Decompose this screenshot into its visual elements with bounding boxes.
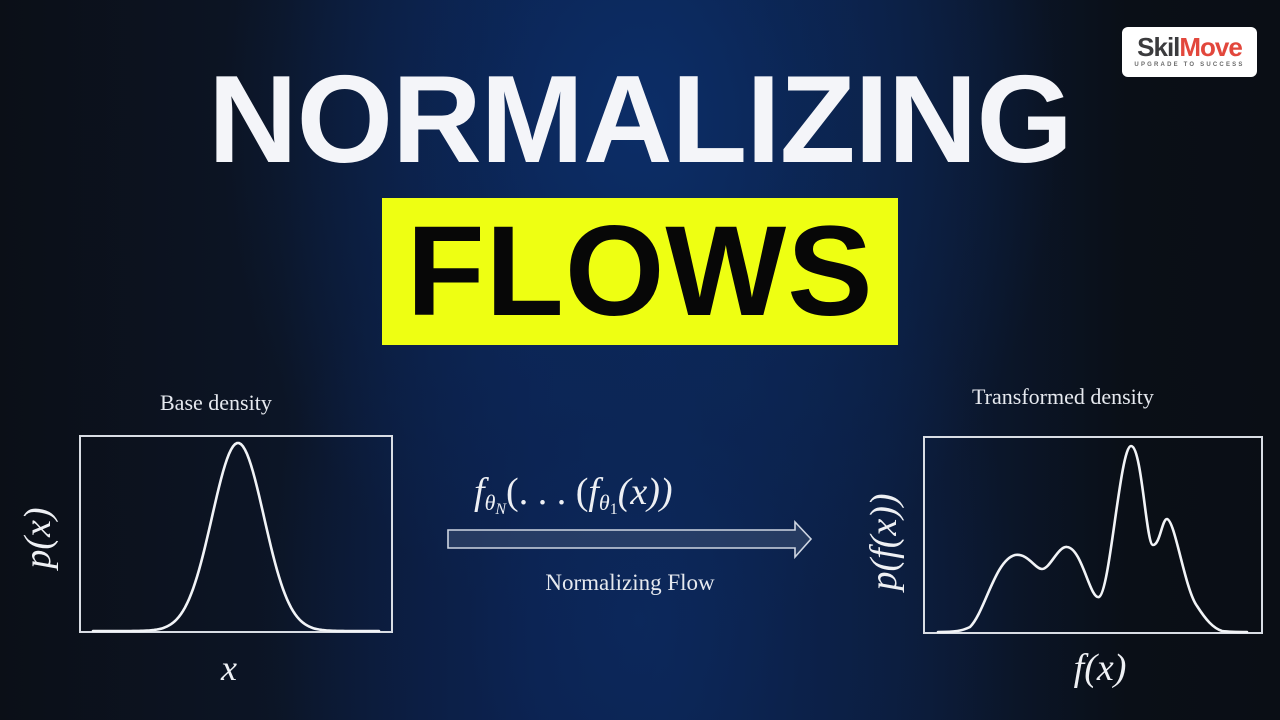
title-line-1: NORMALIZING [208, 51, 1073, 189]
flow-formula: fθN(. . . (fθ1(x)) [474, 471, 673, 518]
transformed-density-xlabel: f(x) [1073, 647, 1127, 689]
logo-brand-part2: Move [1179, 32, 1242, 62]
logo-brand-part1: Skil [1137, 32, 1180, 62]
transformed-density-title: Transformed density [972, 384, 1154, 409]
base-density-curve [91, 441, 381, 633]
flow-arrow-label: Normalizing Flow [545, 570, 715, 595]
transformed-density-curve [936, 444, 1249, 634]
transformed-density-frame [923, 436, 1263, 634]
base-density-xlabel: x [221, 648, 237, 688]
logo-wordmark: SkilMove [1122, 33, 1257, 61]
title-line-2: FLOWS [406, 200, 874, 343]
logo-tagline: UPGRADE TO SUCCESS [1134, 62, 1245, 68]
base-density-title: Base density [160, 390, 272, 415]
flow-arrow-icon [447, 519, 813, 560]
skillmove-logo: SkilMove UPGRADE TO SUCCESS [1122, 27, 1257, 77]
base-density-frame [79, 435, 393, 633]
title-highlight-box [382, 198, 898, 345]
